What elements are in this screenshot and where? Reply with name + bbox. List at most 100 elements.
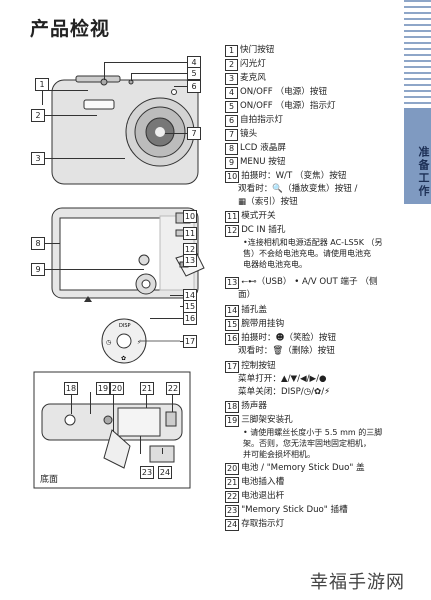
legend-num: 10 xyxy=(225,171,240,183)
legend-text: MENU 按钮 xyxy=(240,157,286,167)
legend-text: 腕带用挂钩 xyxy=(241,319,285,329)
callout-7: 7 xyxy=(187,127,201,140)
legend-text: 电池退出杆 xyxy=(241,491,285,501)
legend-num: 21 xyxy=(225,477,240,489)
legend-text: 存取指示灯 xyxy=(241,519,285,529)
callout-8: 8 xyxy=(31,237,45,250)
svg-text:⚡: ⚡ xyxy=(137,339,141,346)
leader-line-8 xyxy=(45,243,60,244)
legend-note: 电器给电池充电。 xyxy=(243,260,307,269)
svg-text:◷: ◷ xyxy=(106,339,111,346)
legend-item: 13⭠⊷（USB） • A/V OUT 端子 （侧 面） xyxy=(225,276,403,302)
side-tab xyxy=(404,108,431,204)
legend-num: 14 xyxy=(225,305,240,317)
callout-22: 22 xyxy=(166,382,180,395)
page-title: 产品检视 xyxy=(30,18,111,40)
legend-num: 24 xyxy=(225,519,240,531)
legend-num: 8 xyxy=(225,143,238,155)
leader-line-16 xyxy=(150,318,183,319)
leader-line-14 xyxy=(170,295,183,296)
legend-num: 12 xyxy=(225,225,240,237)
legend-text: ON/OFF （电源）按钮 xyxy=(240,87,328,97)
callout-3: 3 xyxy=(31,152,45,165)
legend-note: •连接相机和电源适配器 AC-LS5K （另 xyxy=(243,238,383,247)
legend-num: 3 xyxy=(225,73,238,85)
legend-text: 闪光灯 xyxy=(240,59,266,69)
callout-21: 21 xyxy=(140,382,154,395)
legend-num: 11 xyxy=(225,211,240,223)
callout-11: 11 xyxy=(183,227,197,240)
svg-text:DISP: DISP xyxy=(119,323,131,329)
leader-line-6 xyxy=(174,86,188,87)
legend-text: 拍摄时：W/T （变焦）按钮 xyxy=(241,171,347,181)
legend-subtext: 观看时：🔍（播放变焦）按钮 / xyxy=(238,184,358,194)
legend-num: 17 xyxy=(225,361,240,373)
bottom-view-label: 底面 xyxy=(40,475,59,485)
legend-num: 6 xyxy=(225,115,238,127)
legend-num: 4 xyxy=(225,87,238,99)
callout-10: 10 xyxy=(183,210,197,223)
legend-num: 19 xyxy=(225,415,240,427)
leader-line-4 xyxy=(104,62,188,63)
legend-num: 9 xyxy=(225,157,238,169)
leader-line-23 xyxy=(140,436,141,454)
callout-1: 1 xyxy=(35,78,49,91)
leader-line-5b xyxy=(131,73,132,81)
legend-text: 快门按钮 xyxy=(240,45,275,55)
legend-num: 23 xyxy=(225,505,240,517)
camera-back-view xyxy=(51,207,205,302)
callout-19: 19 xyxy=(96,382,110,395)
legend-text: 拍摄时：☻（笑脸）按钮 xyxy=(241,333,337,343)
legend-subtext: ▦（索引）按钮 xyxy=(238,196,298,207)
leader-line-5 xyxy=(131,73,188,74)
leader-line-19 xyxy=(90,392,91,414)
legend-num: 13 xyxy=(225,277,240,289)
legend-text: 电池插入槽 xyxy=(241,477,285,487)
leader-line-1b xyxy=(42,90,88,91)
legend-num: 2 xyxy=(225,59,238,71)
legend-text: 电池 / "Memory Stick Duo" 盖 xyxy=(241,463,365,473)
leader-line-17 xyxy=(180,341,183,342)
legend-note: 售）不会给电池充电。请使用电池充 xyxy=(243,249,371,258)
legend-note: • 请使用螺丝长度小于 5.5 mm 的三脚 xyxy=(243,428,383,437)
control-pad-zoom: DISP ◷ ⚡ ✿ xyxy=(101,318,180,364)
legend-subtext: 面） xyxy=(238,290,256,300)
legend-text: 三脚架安装孔 xyxy=(241,415,293,425)
callout-9: 9 xyxy=(31,263,45,276)
leader-line-18 xyxy=(71,392,72,414)
callout-23: 23 xyxy=(140,466,154,479)
leader-line-15 xyxy=(180,306,183,307)
leader-line-24 xyxy=(162,448,163,454)
legend-subtext: 菜单关闭：DISP/◷/✿/⚡ xyxy=(238,386,331,397)
callout-16: 16 xyxy=(183,312,197,325)
legend-text: 自拍指示灯 xyxy=(240,115,283,125)
legend-subtext: 菜单打开：▲/▼/◀/▶/● xyxy=(238,374,327,384)
leader-line-21 xyxy=(146,392,147,408)
callout-5: 5 xyxy=(187,67,201,80)
legend-num: 5 xyxy=(225,101,238,113)
leader-line-2 xyxy=(45,115,97,116)
leader-line-3 xyxy=(45,158,125,159)
leader-line-7 xyxy=(165,133,188,134)
legend-text: 控制按钮 xyxy=(241,361,276,371)
callout-24: 24 xyxy=(158,466,172,479)
callout-18: 18 xyxy=(64,382,78,395)
legend-subtext: 观看时：🗑（删除）按钮 xyxy=(238,346,335,356)
legend-text: 模式开关 xyxy=(241,211,276,221)
legend-text: ⭠⊷（USB） • A/V OUT 端子 （侧 xyxy=(241,277,378,287)
side-stripes xyxy=(404,0,431,108)
